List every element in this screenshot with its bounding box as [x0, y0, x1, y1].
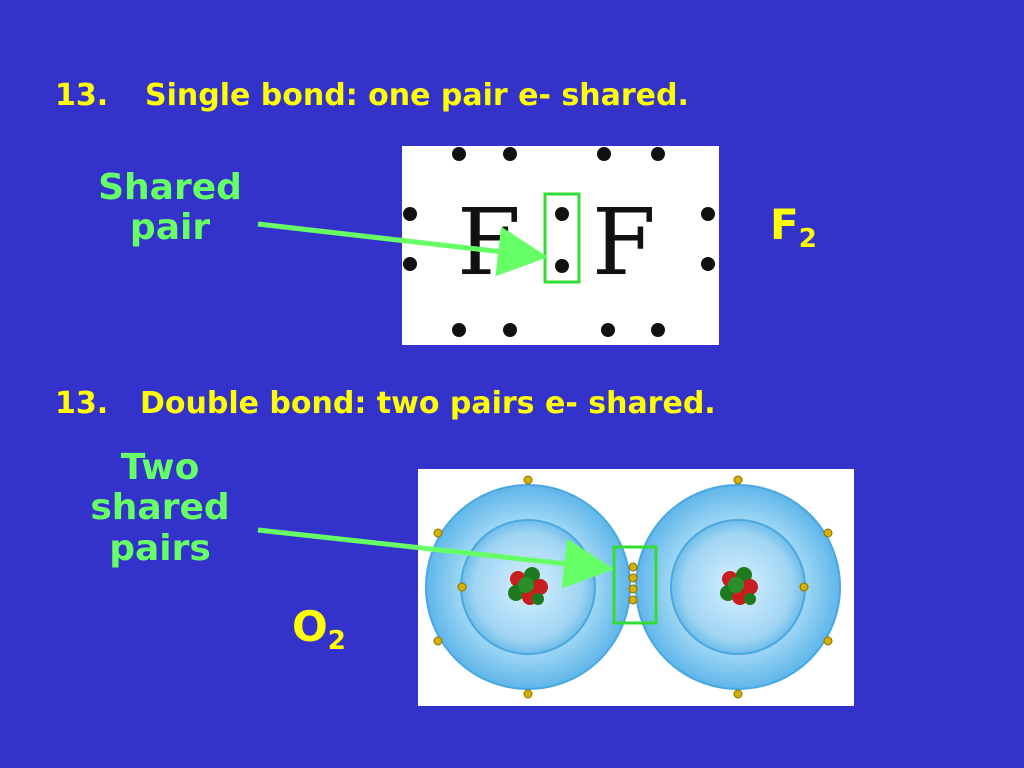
electron	[433, 528, 443, 538]
electron-dot	[503, 323, 517, 337]
double-bond-number: 13.	[55, 386, 109, 421]
fluorine-left-symbol: F	[457, 189, 521, 296]
electron	[823, 528, 833, 538]
shared-electron-dot	[555, 259, 569, 273]
oxygen-right-nucleus	[720, 567, 758, 605]
single-bond-text: Single bond: one pair e- shared.	[145, 78, 689, 113]
shared-electron	[628, 573, 638, 583]
o2-formula-subscript: 2	[327, 626, 346, 656]
electron-dot	[403, 257, 417, 271]
double-bond-text: Double bond: two pairs e- shared.	[140, 386, 716, 421]
electron	[799, 582, 809, 592]
two-shared-pairs-callout-line1: Two	[120, 447, 200, 488]
f2-lewis-diagram: F F	[403, 147, 715, 337]
f2-lewis-structure: F F	[402, 146, 719, 345]
shared-pair-callout-line2: pair	[129, 207, 211, 249]
electron-dot	[651, 147, 665, 161]
shared-pair-callout: Shared pair	[70, 167, 270, 249]
single-bond-heading: 13. Single bond: one pair e- shared.	[55, 78, 689, 113]
double-bond-heading: 13. Double bond: two pairs e- shared.	[55, 386, 716, 421]
o2-formula: O2	[292, 602, 346, 656]
f2-formula: F2	[770, 200, 817, 254]
electron-dot	[701, 207, 715, 221]
electron	[823, 636, 833, 646]
electron-dot	[452, 147, 466, 161]
two-shared-pairs-callout-line3: pairs	[109, 527, 211, 569]
shared-pairs-highlight-box	[612, 545, 658, 625]
f2-shared-pair-dots	[555, 207, 569, 273]
oxygen-left-nucleus	[508, 567, 548, 605]
single-bond-number: 13.	[55, 78, 109, 113]
electron	[733, 475, 743, 485]
shared-electron	[628, 562, 638, 572]
f2-lone-pair-dots	[403, 147, 715, 337]
electron	[523, 689, 533, 699]
electron	[733, 689, 743, 699]
two-shared-pairs-callout: Two shared pairs	[60, 447, 260, 569]
shared-electron	[628, 584, 638, 594]
electron-dot	[701, 257, 715, 271]
f2-formula-symbol: F	[770, 200, 799, 249]
o2-shared-electrons	[628, 562, 638, 605]
electron-dot	[452, 323, 466, 337]
fluorine-right-symbol: F	[592, 189, 656, 296]
o2-formula-symbol: O	[292, 602, 328, 651]
electron-dot	[403, 207, 417, 221]
two-shared-pairs-callout-line2: shared	[90, 487, 230, 529]
shared-electron	[628, 595, 638, 605]
shared-electron-dot	[555, 207, 569, 221]
electron-dot	[601, 323, 615, 337]
shared-pair-callout-line1: Shared	[98, 167, 242, 208]
electron	[523, 475, 533, 485]
electron-dot	[597, 147, 611, 161]
o2-bohr-diagram	[425, 475, 841, 699]
electron	[433, 636, 443, 646]
electron-dot	[503, 147, 517, 161]
f2-formula-subscript: 2	[798, 224, 817, 254]
electron-dot	[651, 323, 665, 337]
electron	[457, 582, 467, 592]
o2-bohr-model	[418, 469, 854, 706]
